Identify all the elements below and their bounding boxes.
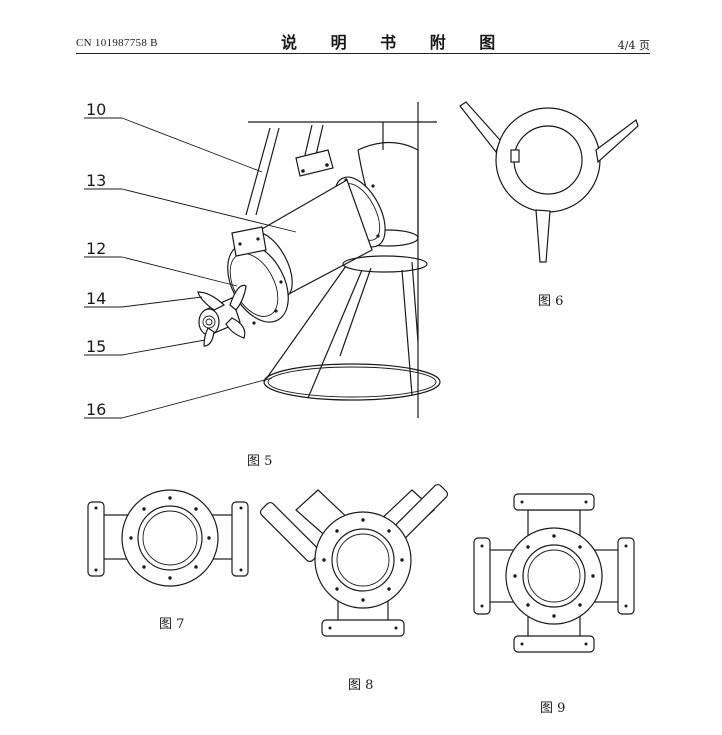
figure-6-caption: 图 6 xyxy=(538,294,564,309)
patent-number: CN 101987758 B xyxy=(76,37,158,49)
part-label-12: 12 xyxy=(86,239,107,258)
figure-9-drawing xyxy=(473,493,635,653)
page-header: CN 101987758 B 说 明 书 附 图 4/4 页 xyxy=(76,28,650,54)
header-title: 说 明 书 附 图 xyxy=(281,33,510,52)
part-label-10: 10 xyxy=(86,100,107,119)
part-label-15: 15 xyxy=(86,337,107,356)
figure-7-drawing xyxy=(87,489,249,587)
header-rule xyxy=(76,53,650,54)
figure-5-drawing xyxy=(84,102,441,419)
page-number: 4/4 页 xyxy=(617,39,650,52)
figure-6-drawing xyxy=(459,101,639,263)
figure-7-caption: 图 7 xyxy=(159,617,185,632)
figure-8-caption: 图 8 xyxy=(348,678,374,693)
part-label-16: 16 xyxy=(86,400,107,419)
part-label-14: 14 xyxy=(86,289,107,308)
figure-5-caption: 图 5 xyxy=(247,454,273,469)
figure-9-caption: 图 9 xyxy=(540,701,566,716)
part-label-13: 13 xyxy=(86,171,107,190)
figure-8-drawing xyxy=(259,483,449,637)
